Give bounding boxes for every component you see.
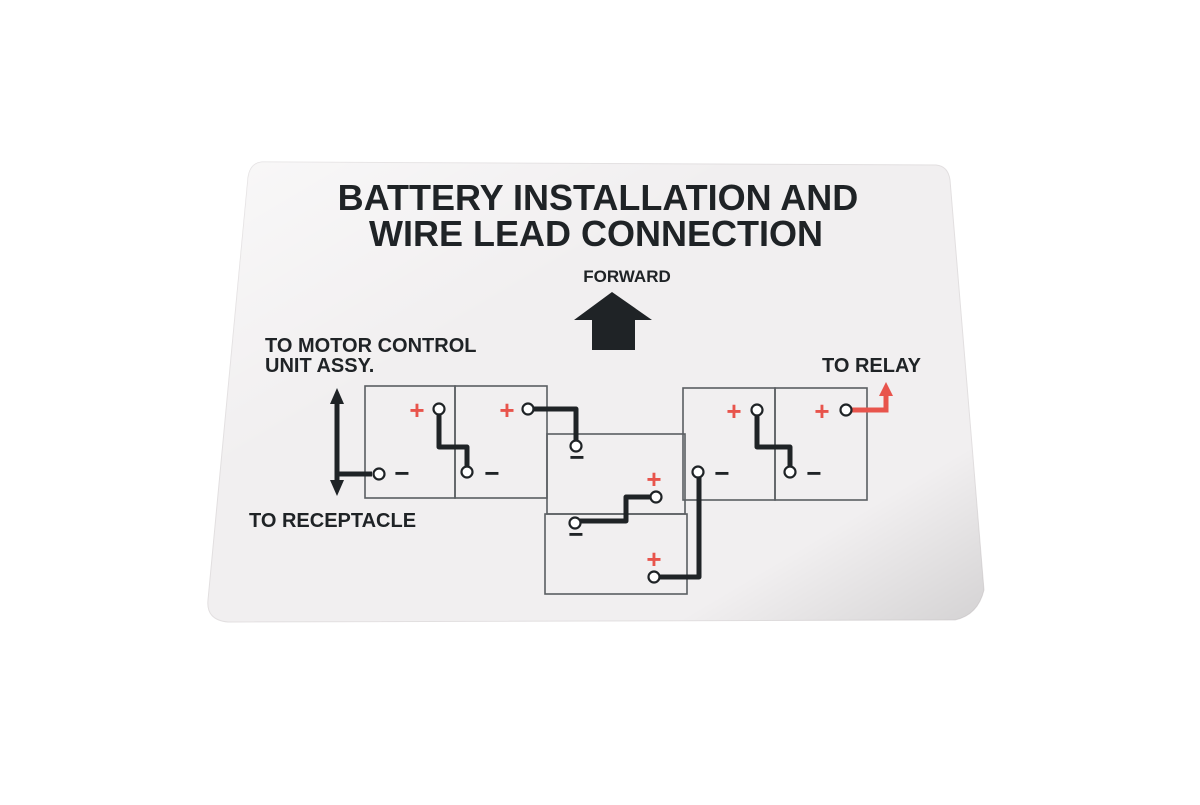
terminal-b5-pos [750, 403, 764, 417]
minus-b4: − [568, 519, 583, 549]
forward-arrow-icon [574, 292, 652, 350]
terminal-b5-neg [691, 465, 705, 479]
minus-b3: − [569, 442, 584, 472]
motor-control-label-line-1: TO MOTOR CONTROL [265, 335, 476, 357]
title-line-1: BATTERY INSTALLATION AND [338, 177, 859, 218]
lead-b1-pos-to-b2-neg [436, 414, 470, 468]
terminal-b4-pos [647, 570, 661, 584]
plus-b3: + [646, 464, 661, 494]
arrow-up-icon [330, 388, 344, 404]
forward-label: FORWARD [583, 267, 671, 286]
lead-b3-pos-to-b4-neg [580, 494, 652, 524]
plus-b4: + [646, 544, 661, 574]
arrow-down-icon [330, 480, 344, 496]
terminal-b6-neg [783, 465, 797, 479]
terminal-group [372, 402, 853, 584]
relay-lead [851, 390, 889, 413]
plus-b5: + [726, 396, 741, 426]
title-line-2: WIRE LEAD CONNECTION [369, 213, 823, 254]
minus-b1: − [394, 458, 409, 488]
lead-b4-pos-to-b5-neg [657, 476, 702, 580]
relay-arrow-icon [879, 382, 893, 396]
battery-4 [544, 513, 688, 595]
terminal-b3-neg [569, 439, 583, 453]
minus-b5: − [714, 458, 729, 488]
receptacle-label: TO RECEPTACLE [249, 510, 416, 532]
jumper-leads [436, 406, 793, 580]
terminal-b3-pos [649, 490, 663, 504]
minus-b2: − [484, 458, 499, 488]
plus-symbol-group: + + + + + + [409, 395, 829, 574]
terminal-b4-neg [568, 516, 582, 530]
terminal-b1-pos [432, 402, 446, 416]
lead-b5-pos-to-b6-neg [754, 415, 793, 469]
decal-sheen [207, 162, 985, 622]
battery-6 [774, 387, 868, 501]
relay-label: TO RELAY [822, 355, 922, 377]
plus-b1: + [409, 395, 424, 425]
plus-b6: + [814, 396, 829, 426]
motor-control-label-line-2: UNIT ASSY. [265, 355, 374, 377]
terminal-b1-neg [372, 467, 386, 481]
minus-symbol-group: − − − − − − [394, 442, 821, 549]
terminal-b2-neg [460, 465, 474, 479]
lead-b2-pos-to-b3-neg [532, 406, 579, 442]
plus-b2: + [499, 395, 514, 425]
minus-b6: − [806, 458, 821, 488]
terminal-b6-pos [839, 403, 853, 417]
battery-group [364, 385, 868, 595]
terminal-b2-pos [521, 402, 535, 416]
